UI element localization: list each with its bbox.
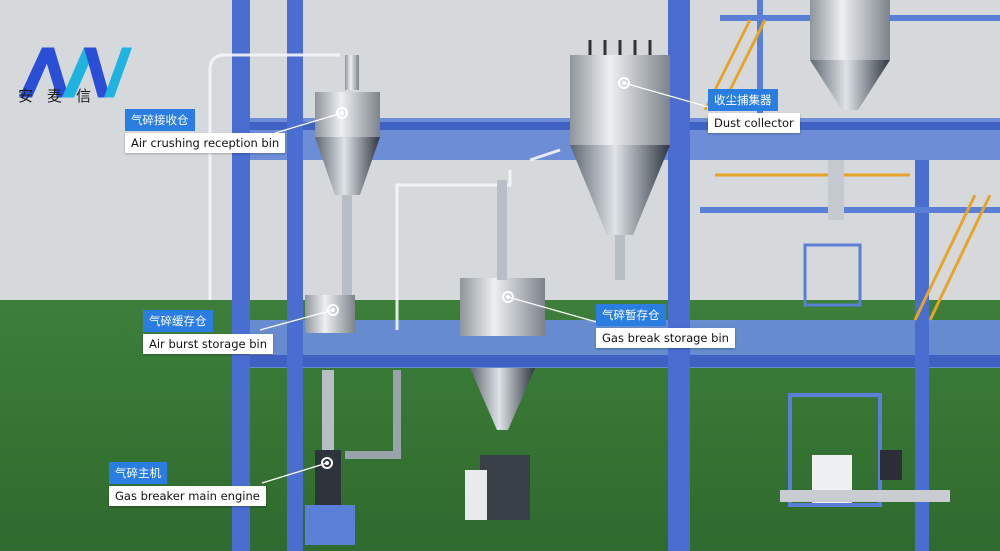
label-en: Gas break storage bin xyxy=(596,328,735,348)
label-en: Air crushing reception bin xyxy=(125,133,286,153)
label-en: Air burst storage bin xyxy=(143,334,274,354)
callout-dust-collector: 收尘捕集器 Dust collector xyxy=(708,89,800,133)
label-cn: 收尘捕集器 xyxy=(708,89,778,111)
callout-air-burst-bin: 气碎缓存仓 Air burst storage bin xyxy=(143,310,274,354)
marker-dust-collector xyxy=(618,77,630,89)
brand-logo xyxy=(19,47,132,98)
pneumatic-lines xyxy=(208,53,561,330)
steel-columns xyxy=(232,0,929,551)
callout-reception-bin: 气碎接收仓 Air crushing reception bin xyxy=(125,109,286,153)
label-en: Dust collector xyxy=(708,113,800,133)
marker-main-engine xyxy=(321,457,333,469)
label-cn: 气碎接收仓 xyxy=(125,109,195,131)
marker-air-burst-bin xyxy=(327,304,339,316)
label-cn: 气碎缓存仓 xyxy=(143,310,213,332)
brand-name: 安麦信 xyxy=(18,87,106,105)
label-cn: 气碎主机 xyxy=(109,462,167,484)
marker-reception-bin xyxy=(336,107,348,119)
callout-main-engine: 气碎主机 Gas breaker main engine xyxy=(109,462,266,506)
callout-gas-break-bin: 气碎暂存仓 Gas break storage bin xyxy=(596,304,735,348)
label-cn: 气碎暂存仓 xyxy=(596,304,666,326)
marker-gas-break-bin xyxy=(502,291,514,303)
label-en: Gas breaker main engine xyxy=(109,486,266,506)
